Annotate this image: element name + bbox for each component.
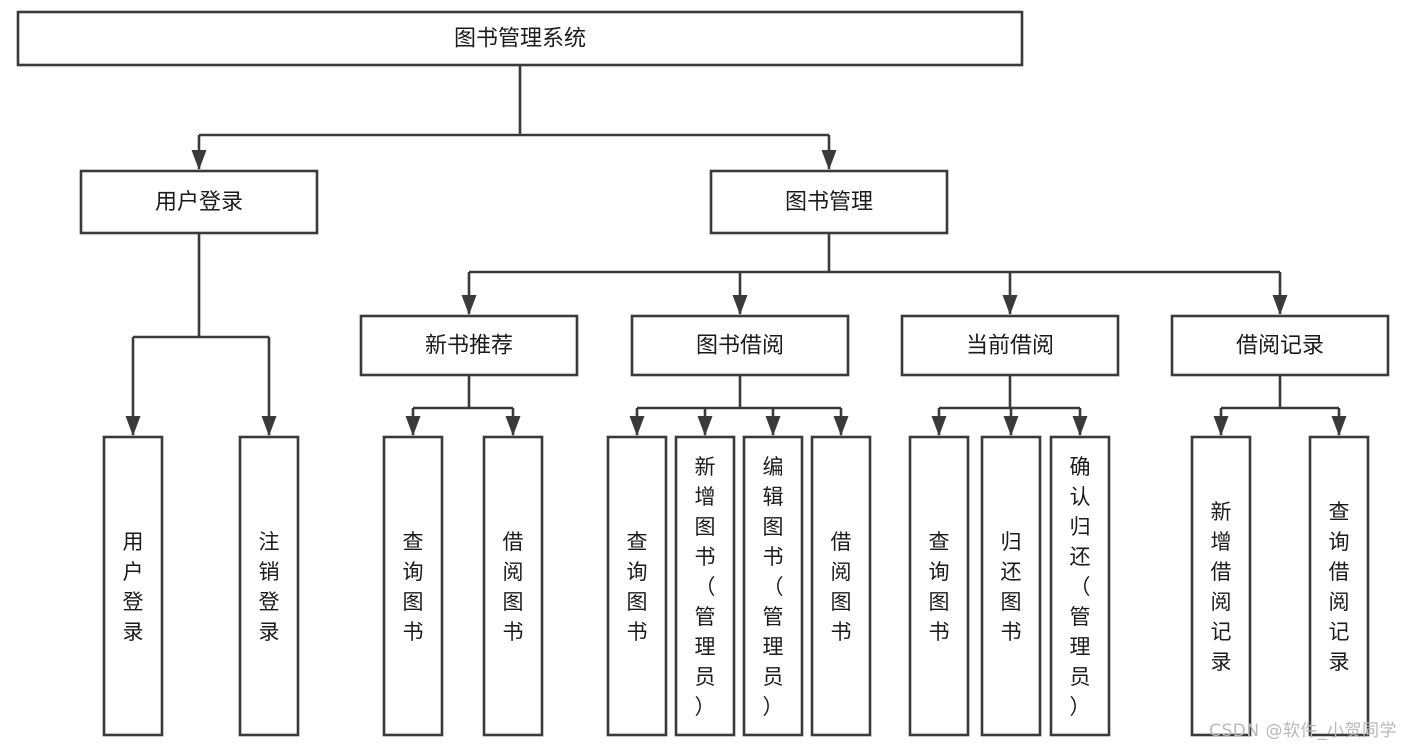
arrow-head-icon bbox=[1072, 416, 1088, 436]
arrow-head-icon bbox=[1213, 416, 1229, 436]
node-leaf-query-book-cb[interactable]: 查询图书 bbox=[908, 435, 970, 737]
csdn-watermark: CSDN @软件_小贺同学 bbox=[1209, 721, 1397, 741]
node-leaf-add-record[interactable]: 新增借阅记录 bbox=[1190, 435, 1252, 737]
node-leaf-borrow-book-br-box[interactable] bbox=[810, 435, 872, 737]
node-current-borrow[interactable]: 当前借阅 bbox=[900, 314, 1120, 377]
node-book-manage-box[interactable] bbox=[709, 169, 949, 235]
arrow-head-icon bbox=[629, 416, 645, 436]
node-borrow-record-label: 借阅记录 bbox=[1236, 334, 1324, 359]
node-leaf-logout[interactable]: 注销登录 bbox=[238, 435, 300, 737]
node-leaf-query-book-cb-label: 查询图书 bbox=[929, 530, 950, 644]
node-leaf-borrow-book-rec-box[interactable] bbox=[482, 435, 544, 737]
node-leaf-confirm-return-label: 确认归还（管理员） bbox=[1070, 455, 1091, 719]
node-leaf-return-book-label: 归还图书 bbox=[1001, 530, 1022, 644]
node-current-borrow-box[interactable] bbox=[900, 314, 1120, 377]
arrow-head-icon bbox=[191, 150, 207, 170]
edges-layer bbox=[125, 65, 1347, 436]
node-leaf-borrow-book-rec[interactable]: 借阅图书 bbox=[482, 435, 544, 737]
arrow-head-icon bbox=[833, 416, 849, 436]
node-leaf-query-book-rec-label: 查询图书 bbox=[403, 530, 424, 644]
node-leaf-query-book-br[interactable]: 查询图书 bbox=[606, 435, 668, 737]
node-book-borrow[interactable]: 图书借阅 bbox=[630, 314, 850, 377]
arrow-head-icon bbox=[405, 416, 421, 436]
node-leaf-user-login-label: 用户登录 bbox=[123, 530, 144, 644]
arrow-head-icon bbox=[1272, 295, 1288, 315]
node-book-manage-label: 图书管理 bbox=[785, 190, 873, 215]
node-leaf-user-login-box[interactable] bbox=[102, 435, 164, 737]
node-leaf-edit-book[interactable]: 编辑图书（管理员） bbox=[742, 435, 804, 737]
node-leaf-edit-book-box[interactable] bbox=[742, 435, 804, 737]
node-user-login-box[interactable] bbox=[79, 169, 319, 235]
node-leaf-query-book-rec-box[interactable] bbox=[382, 435, 444, 737]
node-new-book-recommend-box[interactable] bbox=[359, 314, 579, 377]
node-leaf-return-book-box[interactable] bbox=[980, 435, 1042, 737]
node-borrow-record[interactable]: 借阅记录 bbox=[1170, 314, 1390, 377]
arrow-head-icon bbox=[1003, 416, 1019, 436]
node-book-manage[interactable]: 图书管理 bbox=[709, 169, 949, 235]
arrow-head-icon bbox=[931, 416, 947, 436]
node-leaf-add-record-box[interactable] bbox=[1190, 435, 1252, 737]
arrow-head-icon bbox=[261, 416, 277, 436]
arrow-head-icon bbox=[821, 150, 837, 170]
arrow-head-icon bbox=[461, 295, 477, 315]
node-leaf-add-book-box[interactable] bbox=[674, 435, 736, 737]
node-leaf-user-login[interactable]: 用户登录 bbox=[102, 435, 164, 737]
node-current-borrow-label: 当前借阅 bbox=[966, 334, 1054, 359]
node-leaf-return-book[interactable]: 归还图书 bbox=[980, 435, 1042, 737]
arrow-head-icon bbox=[732, 295, 748, 315]
node-root-box[interactable] bbox=[16, 10, 1024, 67]
arrow-head-icon bbox=[765, 416, 781, 436]
node-leaf-query-record-label: 查询借阅记录 bbox=[1329, 500, 1350, 674]
arrow-head-icon bbox=[505, 416, 521, 436]
node-leaf-borrow-book-rec-label: 借阅图书 bbox=[503, 530, 524, 644]
arrow-head-icon bbox=[697, 416, 713, 436]
node-leaf-add-record-label: 新增借阅记录 bbox=[1211, 500, 1232, 674]
node-leaf-borrow-book-br[interactable]: 借阅图书 bbox=[810, 435, 872, 737]
node-leaf-query-record-box[interactable] bbox=[1308, 435, 1370, 737]
node-root-label: 图书管理系统 bbox=[454, 27, 586, 52]
node-leaf-add-book-label: 新增图书（管理员） bbox=[695, 455, 716, 719]
node-leaf-query-book-br-label: 查询图书 bbox=[627, 530, 648, 644]
node-leaf-confirm-return-box[interactable] bbox=[1049, 435, 1111, 737]
node-leaf-logout-label: 注销登录 bbox=[259, 530, 280, 644]
node-leaf-query-book-br-box[interactable] bbox=[606, 435, 668, 737]
node-book-borrow-box[interactable] bbox=[630, 314, 850, 377]
arrow-head-icon bbox=[1002, 295, 1018, 315]
node-book-borrow-label: 图书借阅 bbox=[696, 334, 784, 359]
node-borrow-record-box[interactable] bbox=[1170, 314, 1390, 377]
node-leaf-query-record[interactable]: 查询借阅记录 bbox=[1308, 435, 1370, 737]
node-leaf-add-book[interactable]: 新增图书（管理员） bbox=[674, 435, 736, 737]
node-leaf-borrow-book-br-label: 借阅图书 bbox=[831, 530, 852, 644]
node-user-login-label: 用户登录 bbox=[155, 190, 243, 215]
arrow-head-icon bbox=[1331, 416, 1347, 436]
node-leaf-edit-book-label: 编辑图书（管理员） bbox=[763, 455, 784, 719]
node-leaf-confirm-return[interactable]: 确认归还（管理员） bbox=[1049, 435, 1111, 737]
arrow-head-icon bbox=[125, 416, 141, 436]
node-user-login[interactable]: 用户登录 bbox=[79, 169, 319, 235]
nodes-layer: 用户登录图书管理新书推荐图书借阅当前借阅借阅记录用户登录注销登录查询图书借阅图书… bbox=[16, 10, 1390, 737]
node-leaf-query-book-cb-box[interactable] bbox=[908, 435, 970, 737]
node-new-book-recommend[interactable]: 新书推荐 bbox=[359, 314, 579, 377]
node-leaf-query-book-rec[interactable]: 查询图书 bbox=[382, 435, 444, 737]
node-leaf-logout-box[interactable] bbox=[238, 435, 300, 737]
node-root[interactable]: 图书管理系统 bbox=[16, 10, 1024, 67]
node-new-book-recommend-label: 新书推荐 bbox=[425, 334, 513, 359]
